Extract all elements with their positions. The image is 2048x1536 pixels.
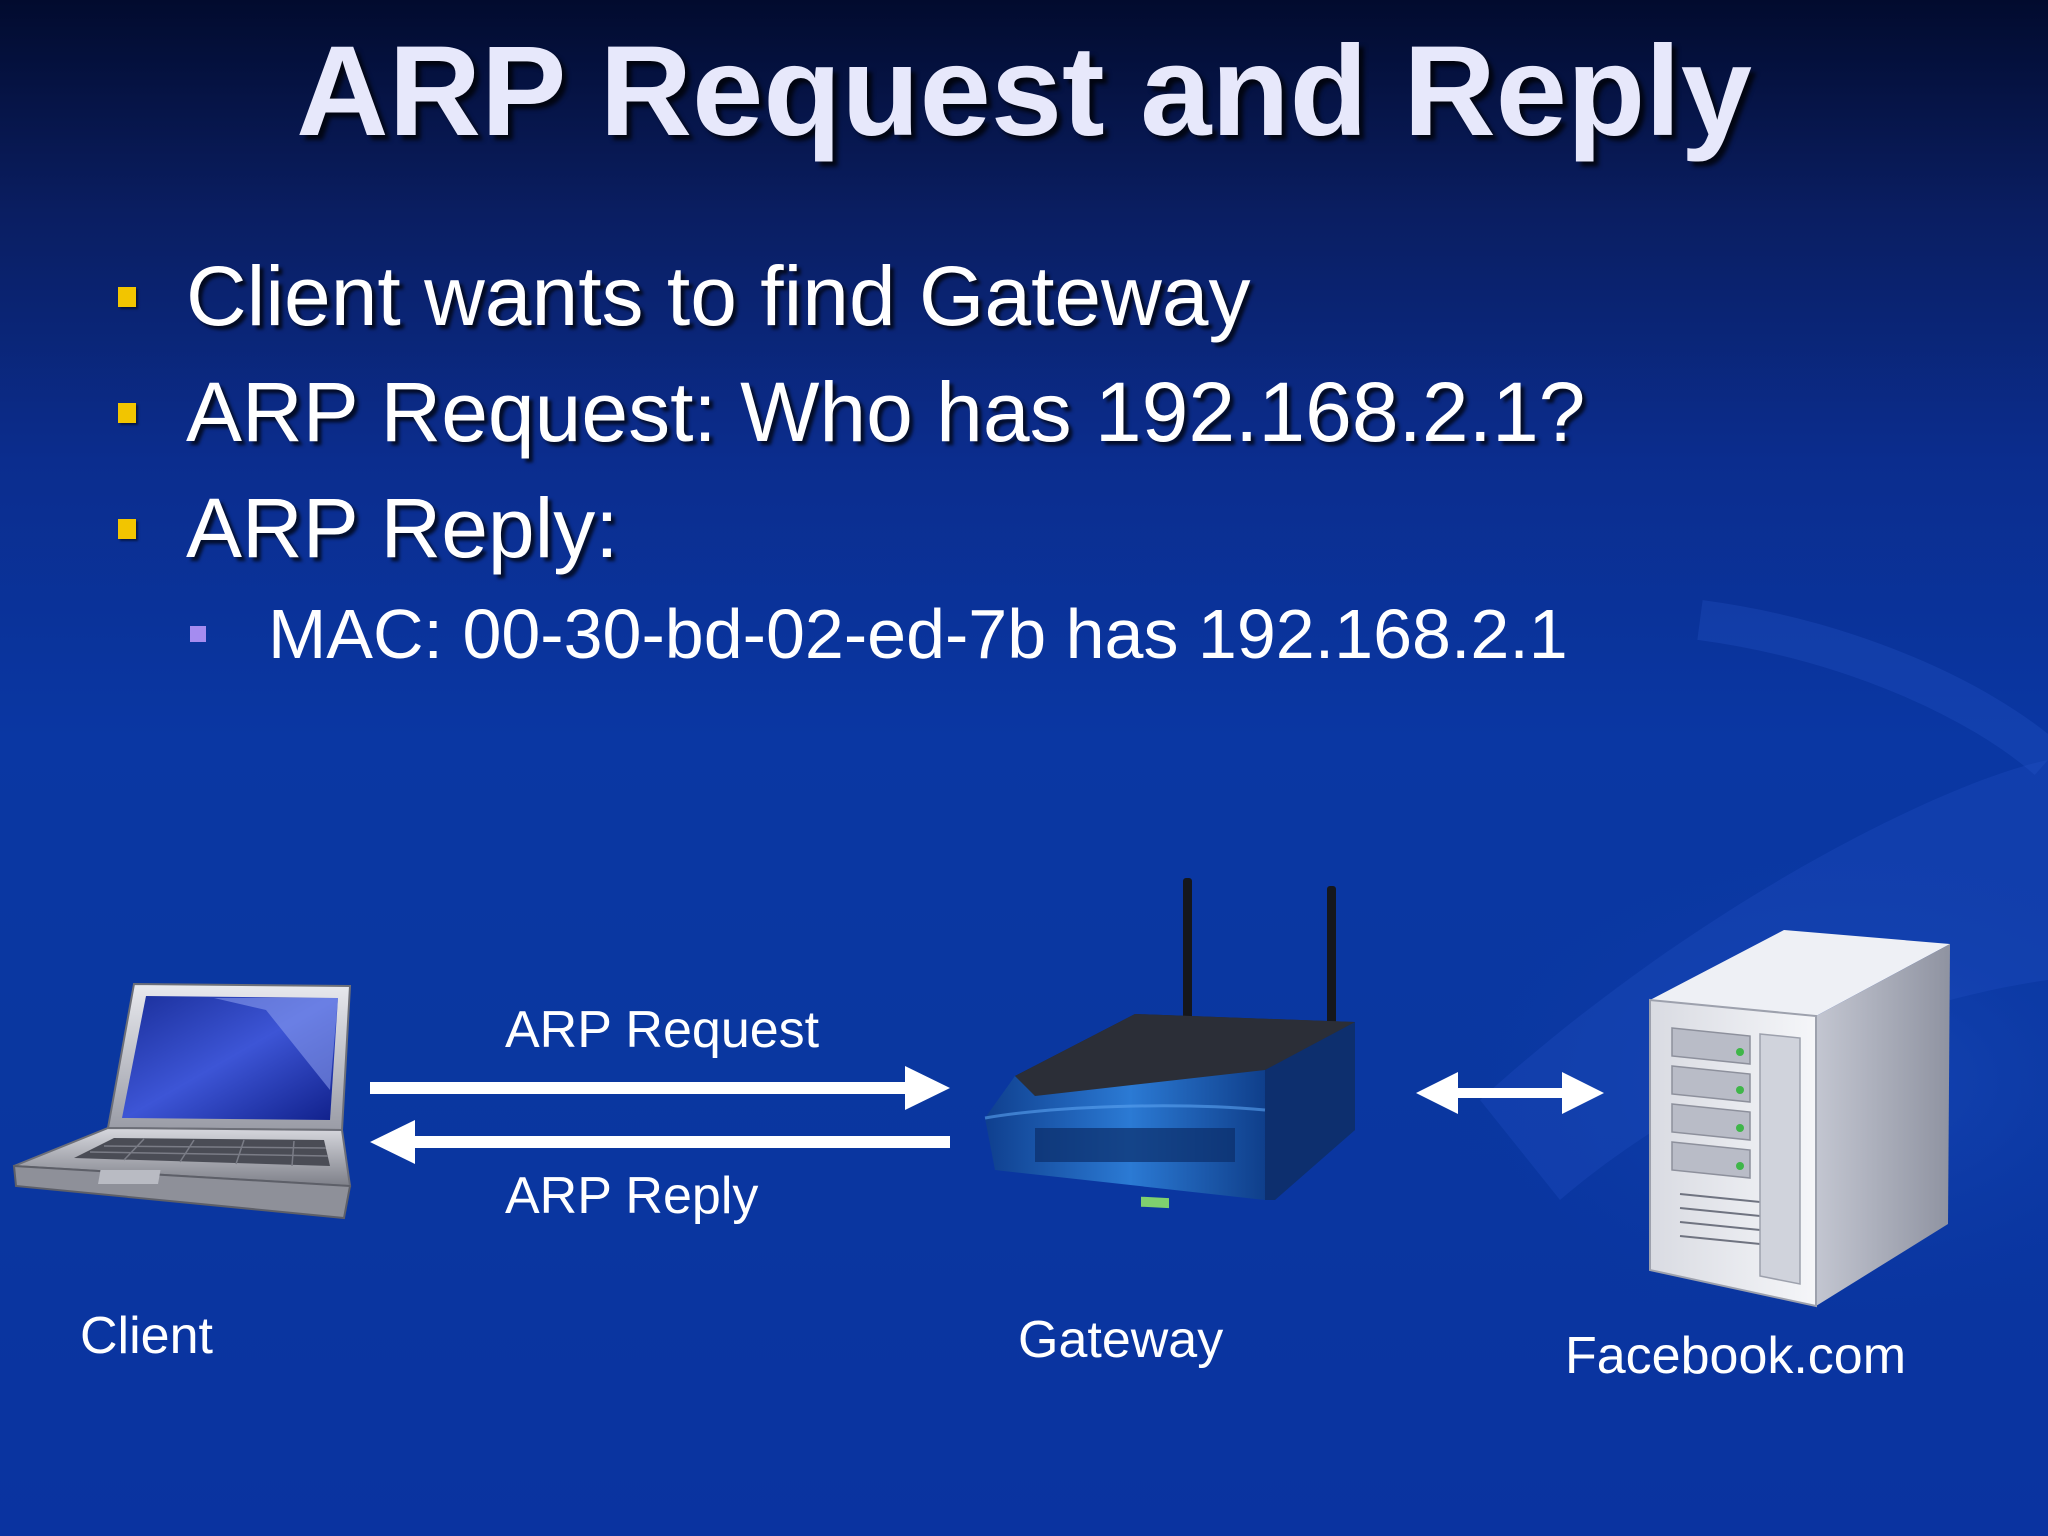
bullet-marker bbox=[118, 402, 136, 423]
laptop-icon bbox=[12, 982, 352, 1220]
bullet-item: ARP Request: Who has 192.168.2.1? bbox=[118, 364, 1585, 461]
node-label-client: Client bbox=[80, 1307, 213, 1365]
bullet-marker bbox=[118, 518, 136, 539]
sub-bullet-item: MAC: 00-30-bd-02-ed-7b has 192.168.2.1 bbox=[190, 594, 1568, 674]
bullet-item: ARP Reply: bbox=[118, 480, 619, 577]
router-icon bbox=[984, 878, 1355, 1209]
arrow-request bbox=[370, 1066, 950, 1110]
arrow-bidirectional bbox=[1416, 1072, 1604, 1114]
server-icon bbox=[1649, 930, 1950, 1308]
bullet-list: Client wants to find Gateway ARP Request… bbox=[0, 0, 2048, 700]
bullet-text: ARP Reply: bbox=[186, 481, 619, 575]
edge-label-reply: ARP Reply bbox=[505, 1167, 759, 1225]
sub-bullet-marker bbox=[190, 626, 206, 642]
edge-label-request: ARP Request bbox=[505, 1001, 820, 1059]
bullet-text: ARP Request: Who has 192.168.2.1? bbox=[186, 365, 1586, 459]
node-label-server: Facebook.com bbox=[1565, 1327, 1907, 1385]
bullet-marker bbox=[118, 286, 136, 307]
sub-bullet-text: MAC: 00-30-bd-02-ed-7b has 192.168.2.1 bbox=[268, 595, 1568, 673]
arrow-reply bbox=[370, 1120, 950, 1164]
bullet-text: Client wants to find Gateway bbox=[186, 249, 1251, 343]
slide-title: ARP Request and Reply bbox=[296, 20, 1752, 163]
node-label-gateway: Gateway bbox=[1018, 1311, 1224, 1369]
bullet-item: Client wants to find Gateway bbox=[118, 248, 1251, 345]
